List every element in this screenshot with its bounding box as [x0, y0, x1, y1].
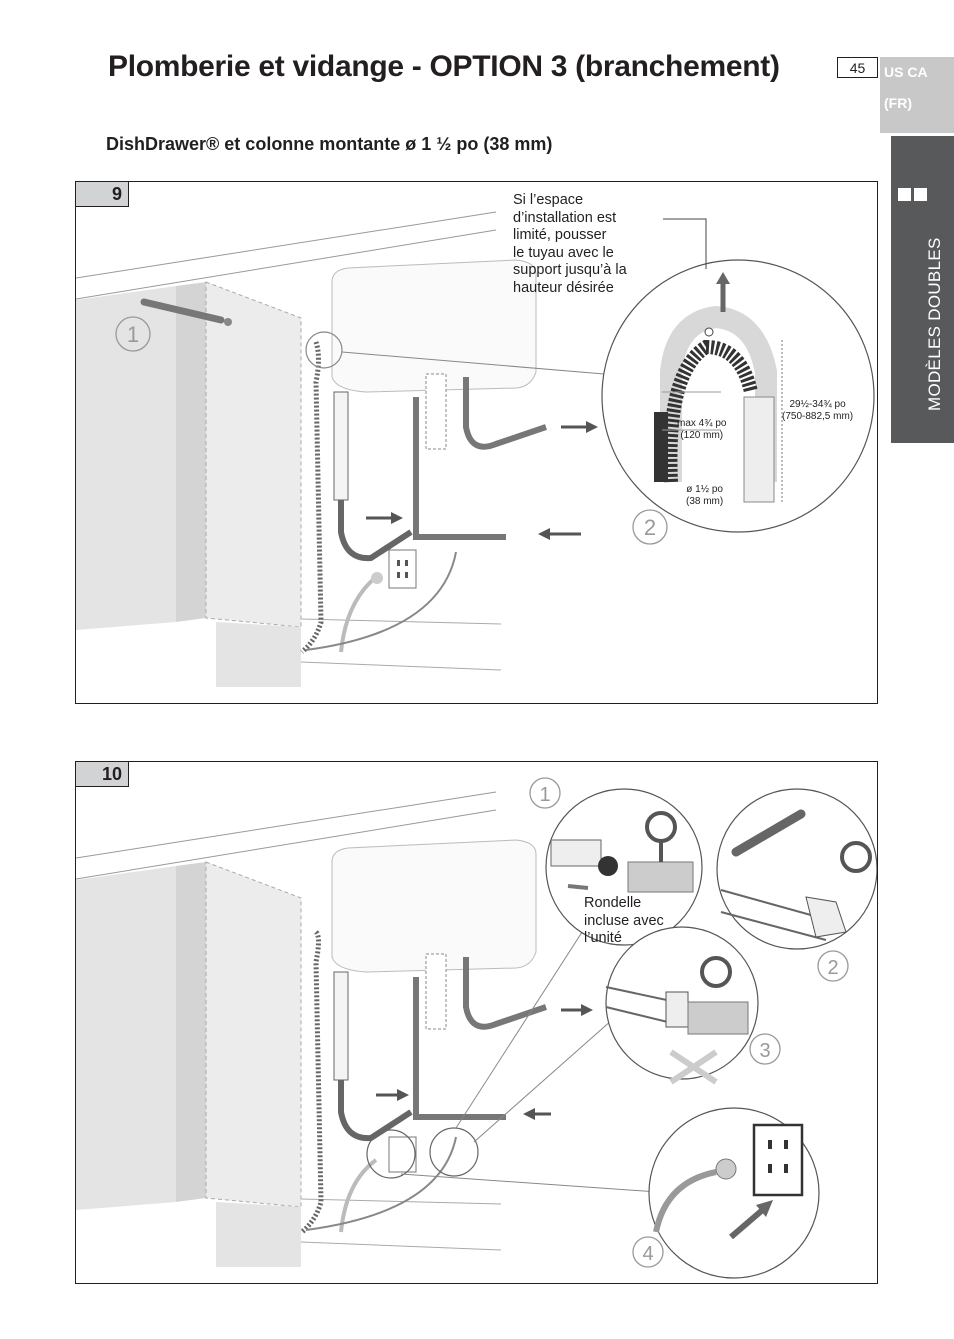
- figure-9: 9 1: [75, 181, 878, 704]
- figure-10: 10: [75, 761, 878, 1284]
- double-drawer-icon: [898, 188, 930, 206]
- step-4-marker: 4: [642, 1243, 653, 1265]
- step-1-marker: 1: [127, 322, 139, 347]
- page-title: Plomberie et vidange - OPTION 3 (branche…: [108, 50, 780, 83]
- side-section-tab: MODÈLES DOUBLES: [891, 136, 954, 443]
- figure-number: 9: [76, 182, 129, 207]
- step-2-marker: 2: [644, 515, 656, 540]
- region-line1: US CA: [884, 64, 928, 80]
- region-tab: US CA (FR): [880, 57, 954, 133]
- side-tab-label: MODÈLES DOUBLES: [925, 237, 944, 411]
- dimension-height: 29½-34¾ po (750-882,5 mm): [782, 399, 854, 422]
- region-line2: (FR): [884, 95, 912, 111]
- dimension-max: max 4¾ po (120 mm): [677, 418, 727, 441]
- plumbing-illustration-10: 1 2 3 4: [76, 777, 877, 1279]
- dimension-diameter: ø 1½ po (38 mm): [686, 484, 724, 507]
- page-number: 45: [837, 57, 878, 78]
- step-3-marker: 3: [759, 1040, 770, 1062]
- step-1-marker: 1: [539, 784, 550, 806]
- hose-note: Si l’espace d’installation est limité, p…: [513, 192, 627, 296]
- plumbing-illustration-9: 1: [76, 211, 875, 687]
- section-subtitle: DishDrawer® et colonne montante ø 1 ½ po…: [106, 134, 553, 154]
- washer-note: Rondelle incluse avec l’unité: [584, 895, 664, 946]
- step-2-marker: 2: [827, 957, 838, 979]
- figure-number: 10: [76, 762, 129, 787]
